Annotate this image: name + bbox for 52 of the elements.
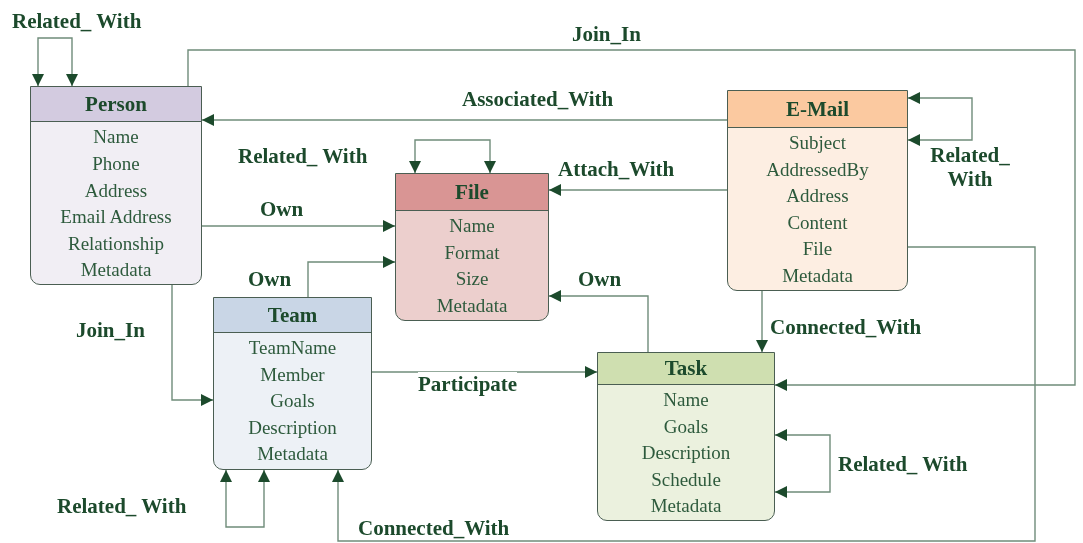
attribute-text: Relationship — [67, 231, 165, 256]
attribute-text: Description — [248, 415, 337, 440]
attribute-text: Metadata — [257, 442, 328, 467]
entity-box — [727, 90, 908, 291]
entity-title: Team — [214, 298, 371, 333]
connector-arrow — [371, 366, 598, 378]
entity-box — [30, 86, 202, 285]
edge-label: Participate — [418, 372, 518, 396]
attribute-text: Description — [641, 441, 731, 466]
connector-arrow — [548, 290, 649, 353]
entity-title: E-Mail — [728, 91, 907, 128]
connector-arrow — [774, 429, 831, 498]
attribute-text: Format — [444, 240, 500, 265]
attribute-text: Content — [787, 210, 848, 235]
connector-arrow — [307, 256, 396, 298]
connector-arrow — [187, 49, 1076, 391]
attribute-text: Name — [663, 388, 709, 413]
connector-arrow — [220, 469, 270, 528]
connector-arrow — [332, 246, 1036, 542]
attribute-text: Size — [455, 267, 489, 292]
connector-arrow — [756, 290, 768, 353]
attribute-text: Address — [786, 184, 849, 209]
attribute-text: Name — [449, 214, 495, 238]
entity-box — [395, 173, 549, 321]
connector-arrow — [32, 37, 78, 87]
attribute-text: Subject — [789, 131, 846, 155]
connector-arrow — [201, 114, 728, 126]
attribute-text: Metadata — [80, 258, 152, 283]
entity-title: Person — [31, 87, 201, 123]
attribute-text: Goals — [270, 389, 315, 414]
connector-arrow — [409, 139, 496, 174]
attribute-text: File — [802, 237, 833, 262]
attribute-text: Metadata — [782, 263, 853, 288]
attribute-text: Metadata — [650, 494, 722, 519]
attribute-text: Goals — [663, 414, 709, 439]
attribute-text: Name — [93, 125, 139, 150]
connector-arrow — [907, 92, 973, 146]
connector-arrow — [548, 184, 728, 196]
attribute-text: Schedule — [651, 467, 721, 492]
attribute-text: Email Address — [60, 205, 172, 230]
attribute-text: TeamName — [248, 336, 337, 360]
attribute-text: Member — [260, 362, 325, 387]
entity-box — [597, 352, 775, 521]
entity-title: File — [396, 174, 548, 211]
attribute-text: Phone — [92, 152, 140, 177]
attribute-text: AddressedBy — [766, 157, 869, 182]
attribute-text: Address — [84, 178, 148, 203]
entity-title: Task — [598, 353, 774, 386]
connector-arrow — [201, 220, 396, 232]
connector-arrow — [171, 284, 214, 406]
entity-box — [213, 297, 372, 470]
attribute-text: Metadata — [436, 293, 508, 318]
